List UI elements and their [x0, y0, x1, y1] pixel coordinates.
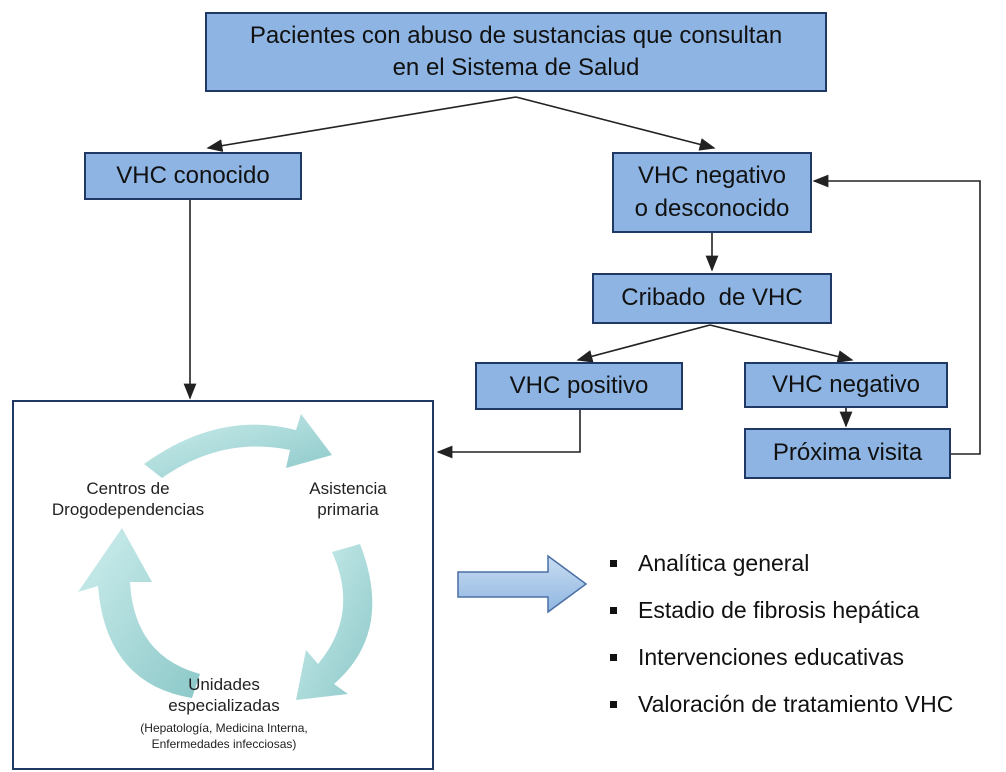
care-cycle-panel: Centros de Drogodependencias Asistencia …: [12, 400, 434, 770]
label-specialized-units-line3: (Hepatología, Medicina Interna,: [140, 720, 308, 735]
label-primary-care-line1: Asistencia: [309, 479, 387, 498]
arrow-screening-to-negative: [709, 324, 854, 363]
label-specialized-units-line2: especializadas: [168, 696, 280, 716]
arrow-top-to-known: [206, 96, 517, 152]
box-next-visit: Próxima visita: [744, 428, 951, 479]
box-vhc-neg-unknown: VHC negativo o desconocido: [612, 152, 812, 233]
cycle-arrow-right: [296, 544, 373, 700]
box-vhc-neg-unknown-line1: VHC negativo: [637, 162, 787, 190]
box-patients-line1: Pacientes con abuso de sustancias que co…: [249, 21, 783, 49]
action-item: Valoración de tratamiento VHC: [598, 687, 953, 734]
action-item: Analítica general: [598, 546, 953, 593]
label-primary-care-line2: primaria: [317, 500, 379, 520]
box-next-visit-label: Próxima visita: [772, 439, 923, 467]
box-screening-label: Cribado de VHC: [621, 284, 803, 312]
label-drug-centers-line2: Drogodependencias: [51, 500, 205, 520]
box-vhc-neg-unknown-line2: o desconocido: [634, 194, 790, 222]
label-specialized-units: Unidades especializadas (Hepatología, Me…: [104, 674, 344, 752]
box-vhc-known: VHC conocido: [84, 152, 302, 200]
label-drug-centers: Centros de Drogodependencias: [28, 478, 228, 521]
box-vhc-positive: VHC positivo: [475, 362, 683, 410]
label-drug-centers-line1: Centros de: [86, 479, 170, 498]
arrow-screening-to-positive: [576, 324, 711, 363]
label-specialized-units-line4: Enfermedades infecciosas): [151, 736, 297, 751]
box-patients-line2: en el Sistema de Salud: [392, 54, 640, 81]
box-vhc-negative: VHC negativo: [744, 362, 948, 408]
box-screening: Cribado de VHC: [592, 273, 832, 324]
box-vhc-positive-label: VHC positivo: [509, 371, 649, 399]
arrow-positive-to-cycle: [436, 410, 581, 459]
action-item: Estadio de fibrosis hepática: [598, 593, 953, 640]
cycle-arrow-top: [144, 414, 332, 478]
cycle-arrows: [78, 414, 373, 700]
arrow-next-visit-loop: [812, 174, 981, 455]
big-right-arrow: [457, 554, 588, 614]
label-specialized-units-line1: Unidades: [188, 675, 260, 694]
box-vhc-known-label: VHC conocido: [116, 161, 270, 189]
action-item: Intervenciones educativas: [598, 640, 953, 687]
arrow-top-to-neg-unknown: [515, 96, 716, 151]
box-vhc-negative-label: VHC negativo: [771, 370, 921, 398]
cycle-arrow-left: [78, 528, 200, 698]
box-patients: Pacientes con abuso de sustancias que co…: [205, 12, 827, 92]
action-list: Analítica general Estadio de fibrosis he…: [598, 546, 953, 734]
label-primary-care: Asistencia primaria: [288, 478, 408, 521]
